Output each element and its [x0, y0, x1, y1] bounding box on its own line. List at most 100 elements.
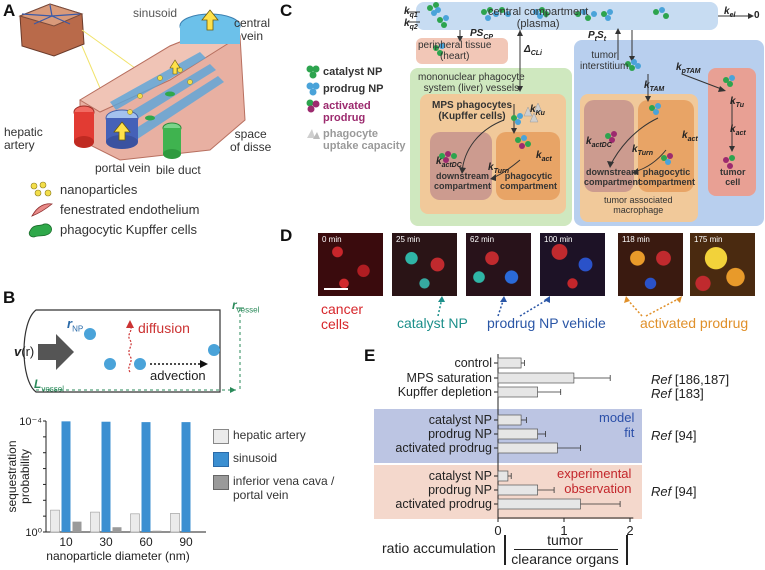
x-axis-label: nanoparticle diameter (nm) [46, 549, 189, 563]
y-axis-label-line: probability [18, 449, 32, 504]
particle [611, 131, 617, 137]
particle [427, 5, 433, 11]
row-label: activated prodrug [395, 497, 492, 511]
kupffer-cell-icon [28, 223, 52, 238]
rate-kq1: kq1 [404, 6, 418, 19]
row-label: catalyst NP [429, 469, 492, 483]
rate-zero: 0 [754, 10, 760, 21]
particle [601, 11, 607, 17]
l-vessel-symbol: L [34, 377, 42, 391]
bar [497, 484, 538, 496]
bar [141, 422, 151, 532]
rate-symbol: k [682, 130, 688, 141]
microscopy-frame: 118 min [618, 233, 683, 296]
l-vessel-subscript: vessel [41, 384, 65, 394]
legend-label: phagocytic Kupffer cells [60, 222, 198, 237]
particle [723, 157, 729, 163]
r-vessel-label: rvessel [232, 298, 259, 314]
rate-kact-tam: kact [682, 130, 698, 143]
legend-sinusoid: sinusoid [213, 451, 278, 467]
microscopy-frame: 100 min [540, 233, 605, 296]
rate-subscript: actDC [441, 162, 462, 169]
particle [443, 157, 449, 163]
particle [533, 9, 539, 15]
particle [517, 113, 523, 119]
rate-subscript: TAM [649, 86, 665, 93]
experimental-observation-label: experimental observation [557, 466, 632, 496]
prodrug-np-icon [306, 82, 320, 96]
particle [439, 153, 445, 159]
bar [497, 442, 558, 454]
particle [729, 75, 735, 81]
bar [497, 386, 538, 398]
particle [659, 7, 665, 13]
rate-kactdc: kactDC [436, 156, 462, 169]
rate-symbol: k [644, 80, 650, 91]
rate-symbol: k [632, 144, 638, 155]
particle [515, 137, 521, 143]
fraction-line [514, 549, 618, 550]
particle [655, 103, 661, 109]
legend-label: hepatic artery [233, 428, 306, 442]
rate-subscript: Turn [493, 168, 509, 175]
rate-symbol: Δ [524, 44, 531, 55]
frame-time: 25 min [396, 235, 421, 244]
particle [585, 15, 591, 21]
ratio-accumulation-label: ratio accumulation [382, 540, 496, 556]
portal-vein-label: portal vein [95, 161, 151, 175]
bar [170, 513, 180, 533]
panel-label-e: E [364, 346, 376, 365]
row-label: catalyst NP [429, 413, 492, 427]
tam-phagocytic-label: phagocytic compartment [638, 167, 696, 187]
rate-subscript: actDC [591, 142, 612, 149]
particle [499, 7, 505, 13]
particle [433, 2, 439, 8]
mps-downstream-label: downstream compartment [434, 171, 492, 191]
bar [130, 513, 140, 533]
particle [487, 7, 493, 13]
advection-label: advection [150, 368, 206, 383]
rate-subscript: CLi [530, 50, 542, 57]
rate-subscript: CP [483, 34, 494, 41]
rate-symbol: S [597, 30, 604, 41]
panel-label-a: A [3, 1, 16, 20]
bar [61, 421, 71, 532]
particle [511, 115, 517, 121]
row-label: prodrug NP [428, 427, 492, 441]
rate-kptam: kpTAM [676, 62, 700, 75]
particle [727, 81, 733, 87]
particle [485, 15, 491, 21]
phagocyte-capacity-marker [533, 102, 543, 113]
particle [543, 11, 549, 17]
phagocyte-capacity-marker [523, 106, 533, 117]
space-of-disse-label: space of disse [230, 127, 272, 155]
bar [497, 428, 538, 440]
y-axis-label: sequestrationprobability [5, 440, 32, 512]
velocity-argument: (r) [21, 344, 35, 359]
legend-label: prodrug NP [323, 83, 384, 95]
particle [727, 163, 733, 169]
ref-label: Ref [651, 386, 672, 401]
ref-number: [94] [671, 484, 697, 499]
bar [497, 372, 575, 384]
rate-kturn: kTurn [488, 162, 509, 175]
rate-symbol: k [536, 150, 542, 161]
legend-label: sinusoid [233, 451, 278, 465]
mps-vessels-label: mononuclear phagocyte system (liver) ves… [418, 72, 525, 94]
row-label: activated prodrug [395, 441, 492, 455]
bar [50, 509, 60, 533]
particle [729, 155, 735, 161]
r-vessel-subscript: vessel [236, 305, 260, 315]
rate-symbol: k [724, 6, 730, 17]
y-axis-label-line: sequestration [5, 440, 19, 512]
ref-mps: Ref [186,187] [651, 372, 729, 387]
microscopy-pointer-arrows [437, 296, 682, 317]
rate-symbol: k [488, 162, 494, 173]
particle [441, 22, 447, 28]
central-compartment-label: central compartment (plasma) [488, 6, 589, 31]
mps-phagocytic-label: phagocytic compartment [500, 171, 558, 191]
particle [521, 135, 527, 141]
rate-kact: kact [536, 150, 552, 163]
scale-bar [324, 288, 348, 290]
